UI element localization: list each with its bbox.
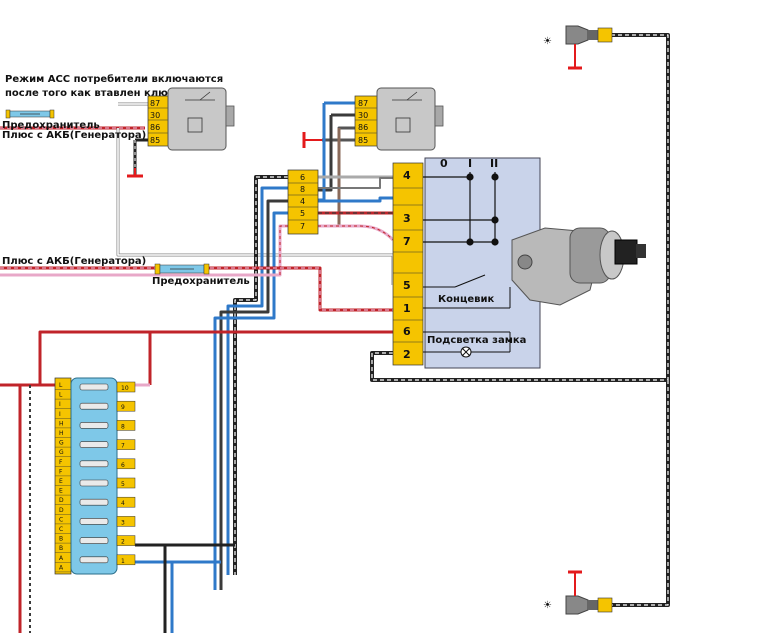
small-pin-8: 8 (300, 185, 305, 194)
relay-2: 87 30 86 85 (354, 87, 444, 151)
relay1-pin-86: 86 (150, 123, 160, 132)
fuse-left-pin: L (59, 392, 63, 399)
switch-pos-1: I (468, 157, 472, 170)
limit-switch-label: Концевик (438, 294, 494, 305)
fuse-element (79, 402, 109, 410)
relay1-pin-87: 87 (150, 99, 160, 108)
fuse-left-pin: E (59, 478, 63, 485)
switch-pin-5: 5 (403, 279, 411, 292)
connector-small: 6 8 4 5 7 (287, 169, 319, 235)
fuse-left-pin: A (59, 555, 64, 562)
fuse-left-pin: C (59, 516, 63, 523)
fuse-left-pin: H (59, 430, 64, 437)
fuse-right-pin-box (116, 535, 136, 546)
fuse-left-pin: L (59, 382, 63, 389)
fuse-element (79, 518, 109, 525)
switch-pin-6: 6 (403, 325, 411, 338)
fuse-element (79, 537, 109, 544)
switch-pos-2: II (490, 157, 498, 170)
fuse-right-pin: 9 (121, 404, 125, 411)
relay1-pin-30: 30 (150, 111, 160, 120)
fuse-right-pin-box (116, 458, 136, 470)
battery-label-mid: Плюс с АКБ(Генератора) (2, 256, 146, 267)
fuse-left-pin: F (59, 468, 63, 475)
fuse-left-pin: D (59, 497, 64, 504)
relay2-pin-30: 30 (358, 111, 368, 120)
fuse-left-pin: E (59, 488, 63, 495)
fuse-left-pin: F (59, 459, 63, 466)
fuse-right-pin-box (116, 439, 136, 450)
fuse-left-pin: I (59, 401, 61, 408)
relay2-pin-86: 86 (358, 123, 368, 132)
fuse-element (79, 460, 109, 468)
fuse-label-mid: Предохранитель (152, 276, 250, 287)
light-rays-icon: ☀ (543, 600, 552, 611)
fuse-right-pin-box (116, 420, 136, 431)
acc-note-line2: после того как втавлен ключ (5, 88, 175, 99)
fuse-right-pin-box (116, 496, 136, 508)
fuse-right-pin: 6 (121, 462, 125, 469)
acc-note-line1: Режим ACC потребители включаются (5, 73, 223, 85)
relay2-pin-85: 85 (358, 136, 368, 145)
fuse-right-pin-box (116, 477, 136, 489)
fuse-right-pin: 1 (121, 558, 125, 565)
wire-harness (0, 33, 670, 633)
fuse-left-pin: B (59, 545, 63, 552)
relay1-pin-85: 85 (150, 136, 160, 145)
fuse-element (79, 498, 109, 506)
relay-1: 87 30 86 85 (147, 87, 235, 151)
fuse-right-pin-box (116, 381, 136, 393)
small-pin-4: 4 (300, 197, 305, 206)
fuse-left-pin: G (59, 449, 64, 456)
battery-label-top: Плюс с АКБ(Генератора) (2, 130, 146, 141)
fuse-right-pin: 2 (121, 539, 125, 546)
switch-pin-1: 1 (403, 302, 411, 315)
ground-relay2 (302, 132, 322, 148)
fuse-left-pin: D (59, 507, 64, 514)
switch-pin-7: 7 (403, 235, 411, 248)
fuse-left-pin: G (59, 440, 64, 447)
relay2-pin-87: 87 (358, 99, 368, 108)
fuse-left-pin: B (59, 536, 63, 543)
fuse-right-pin: 10 (121, 385, 129, 392)
fuse-right-pin: 8 (121, 423, 125, 430)
fuse-left-pin: A (59, 564, 64, 571)
bulb-bottom: ☀ (543, 570, 613, 615)
fuse-left-pin: I (59, 411, 61, 418)
fuse-right-pin: 3 (121, 519, 125, 526)
fuse-right-pin-box (116, 516, 136, 527)
fuse-label-top: Предохранитель (2, 120, 100, 131)
switch-pin-3: 3 (403, 212, 411, 225)
fuse-element (79, 441, 109, 448)
ignition-lock-icon (511, 227, 646, 306)
bulb-top: ☀ (543, 25, 613, 70)
fuse-mid (154, 263, 210, 275)
fuse-right-pin-box (116, 400, 136, 412)
switch-pos-0: 0 (440, 157, 448, 170)
small-pin-6: 6 (300, 173, 305, 182)
light-rays-icon: ☀ (543, 36, 552, 47)
fuse-right-pin-box (116, 554, 136, 566)
ground-relay1 (127, 168, 143, 178)
fuse-top (5, 109, 55, 119)
fuse-left-pin: C (59, 526, 63, 533)
fuse-element (79, 422, 109, 429)
fuse-element (79, 556, 109, 564)
small-pin-7: 7 (300, 222, 305, 231)
fuse-right-pin: 5 (121, 481, 125, 488)
fuse-right-pin: 7 (121, 443, 125, 450)
fuse-element (79, 479, 109, 487)
lock-light-label: Подсветка замка (427, 335, 526, 346)
small-pin-5: 5 (300, 209, 305, 218)
switch-pin-2: 2 (403, 348, 411, 361)
fuse-left-pin: H (59, 420, 64, 427)
fuse-right-pin: 4 (121, 500, 125, 507)
switch-pin-4: 4 (403, 169, 411, 182)
fuse-element (79, 383, 109, 391)
